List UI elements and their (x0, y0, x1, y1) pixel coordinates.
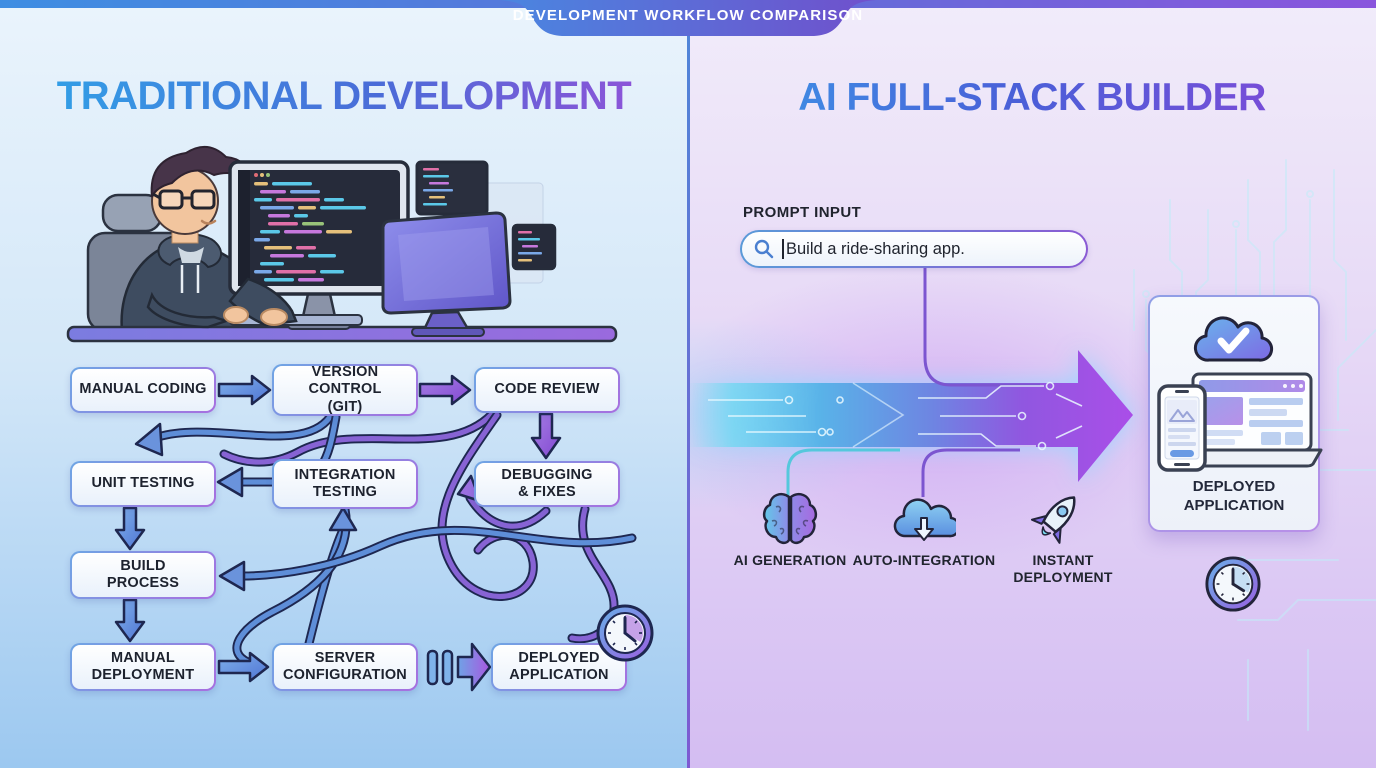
traditional-title: TRADITIONAL DEVELOPMENT (0, 74, 688, 119)
flow-box-build-process: BUILD PROCESS (70, 551, 216, 599)
brain-icon (762, 493, 818, 545)
banner-ribbon (500, 0, 876, 36)
flow-box-manual-coding: MANUAL CODING (70, 367, 216, 413)
flow-box-integration-testing: INTEGRATION TESTING (272, 459, 418, 509)
flow-box-deployed-application: DEPLOYED APPLICATION (491, 643, 627, 691)
prompt-input-label: PROMPT INPUT (743, 204, 862, 221)
ai-builder-title: AI FULL-STACK BUILDER (688, 76, 1376, 120)
feature-label-auto-integration: AUTO-INTEGRATION (852, 552, 996, 568)
main-monitor (228, 160, 410, 330)
rocket-icon (1030, 496, 1076, 544)
devices-illustration (1157, 372, 1323, 472)
panel-divider (687, 6, 690, 768)
feature-label-instant-deployment: INSTANT DEPLOYMENT (1013, 552, 1113, 585)
text-caret (782, 239, 784, 259)
ai-flow-arrow (690, 268, 1133, 497)
flow-box-code-review: CODE REVIEW (474, 367, 620, 413)
flow-box-server-configuration: SERVER CONFIGURATION (272, 643, 418, 691)
clock-icon (596, 604, 654, 662)
flow-box-unit-testing: UNIT TESTING (70, 461, 216, 507)
feature-label-ai-generation: AI GENERATION (733, 552, 847, 568)
banner-title: DEVELOPMENT WORKFLOW COMPARISON (512, 7, 864, 24)
phone-icon (1157, 384, 1207, 472)
flow-box-debugging-fixes: DEBUGGING & FIXES (474, 461, 620, 507)
clock-icon-fast (1205, 556, 1261, 612)
tangled-flow-arrows: .to{fill:none;stroke:#1e2750;stroke-widt… (114, 374, 637, 692)
search-icon (754, 239, 774, 259)
code-lines (254, 182, 366, 282)
tertiary-monitor (511, 223, 557, 271)
cloud-download-icon (893, 498, 956, 541)
flow-box-manual-deployment: MANUAL DEPLOYMENT (70, 643, 216, 691)
rear-monitor (381, 211, 512, 337)
cloud-check-icon (1193, 316, 1274, 362)
glasses-icon (152, 189, 216, 210)
deployed-application-label: DEPLOYED APPLICATION (1183, 478, 1285, 514)
developer-illustration (66, 146, 618, 343)
prompt-input[interactable]: Build a ride-sharing app. (740, 230, 1088, 268)
prompt-input-value: Build a ride-sharing app. (786, 239, 965, 258)
flow-box-version-control: VERSION CONTROL (GIT) (272, 364, 418, 416)
